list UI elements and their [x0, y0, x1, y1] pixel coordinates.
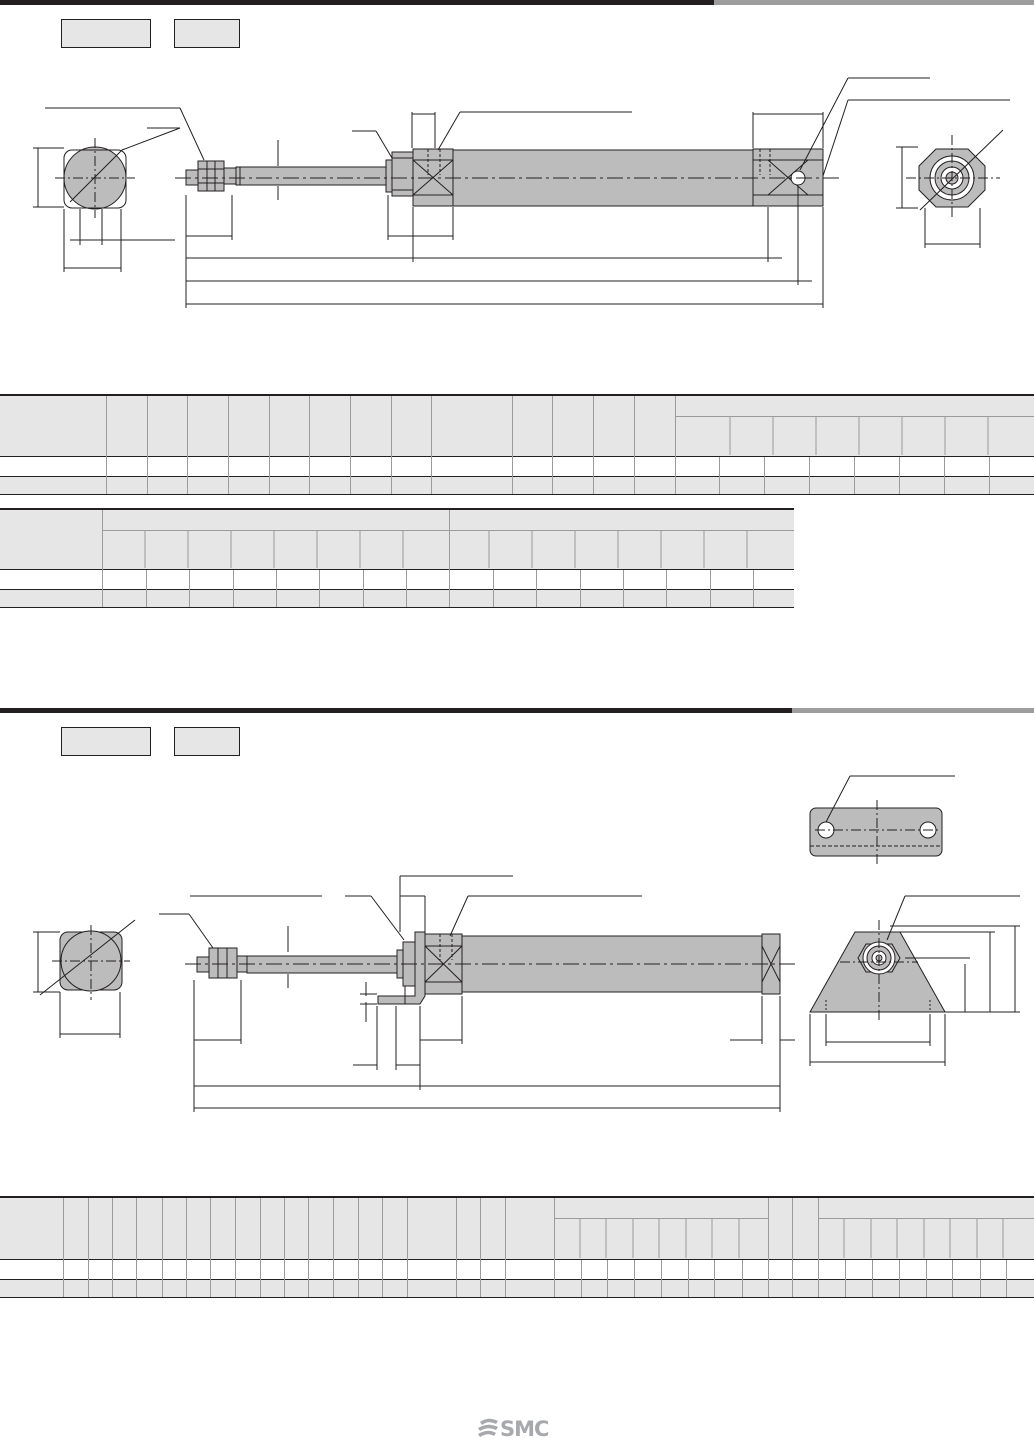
table-row [0, 455, 1034, 476]
model-label-box-small [174, 727, 240, 756]
table-group-header [817, 1196, 1034, 1259]
end-view-right [896, 129, 1004, 248]
table-row [0, 1278, 1034, 1298]
table-row [0, 475, 1034, 495]
section-rule-dark [0, 0, 714, 5]
table-c-group-dividers [579, 1218, 1004, 1258]
smc-logo-text: SMC [500, 1417, 549, 1441]
rod-nut-assembly [185, 140, 387, 200]
table-cell [511, 394, 553, 456]
table-cell [227, 394, 270, 456]
table-b-group-dividers [144, 530, 748, 568]
table-cell [390, 394, 432, 456]
table-row [0, 568, 794, 589]
spec-table-b [0, 508, 794, 608]
table-a-group-dividers [729, 416, 989, 455]
table-cell [309, 394, 351, 456]
table-row [0, 588, 794, 608]
table-group-header [449, 508, 794, 569]
model-label-box [61, 19, 151, 48]
table-cell [105, 394, 148, 456]
table-group-header [102, 508, 450, 569]
section-rule-dark [0, 708, 792, 713]
section-rule-light [792, 708, 1034, 713]
rod-nut-assembly-2 [159, 895, 405, 988]
table-cell [0, 394, 107, 456]
shock-absorber-drawing-2 [33, 775, 1020, 1112]
table-cell [0, 508, 103, 569]
table-cell [593, 394, 635, 456]
table-header-row [0, 394, 1034, 456]
table-cell [268, 394, 310, 456]
table-group-header [674, 394, 1034, 456]
smc-logo: SMC [476, 1416, 561, 1442]
bracket-top-view [809, 775, 955, 864]
model-label-box [61, 727, 151, 756]
cylinder-body-2 [185, 875, 795, 1022]
table-cell [552, 394, 594, 456]
section-rule-light [714, 0, 1034, 5]
spec-table-a [0, 394, 1034, 495]
table-cell [350, 394, 392, 456]
table-header-row [0, 1196, 1034, 1259]
end-view-left [33, 107, 205, 272]
table-cell [431, 394, 513, 456]
table-cell [633, 394, 675, 456]
bracket-front-view [809, 895, 1020, 1066]
model-label-box-small [174, 19, 240, 48]
table-cell [146, 394, 188, 456]
end-view-left-2 [33, 919, 136, 1038]
table-header-row [0, 508, 794, 569]
smc-logo-mark-icon [478, 1418, 498, 1437]
table-group-header [554, 1196, 769, 1259]
shock-absorber-drawing-1 [33, 77, 1010, 308]
table-row [0, 1258, 1034, 1279]
table-cell [187, 394, 229, 456]
spec-table-c [0, 1196, 1034, 1298]
cylinder-body [175, 148, 840, 207]
